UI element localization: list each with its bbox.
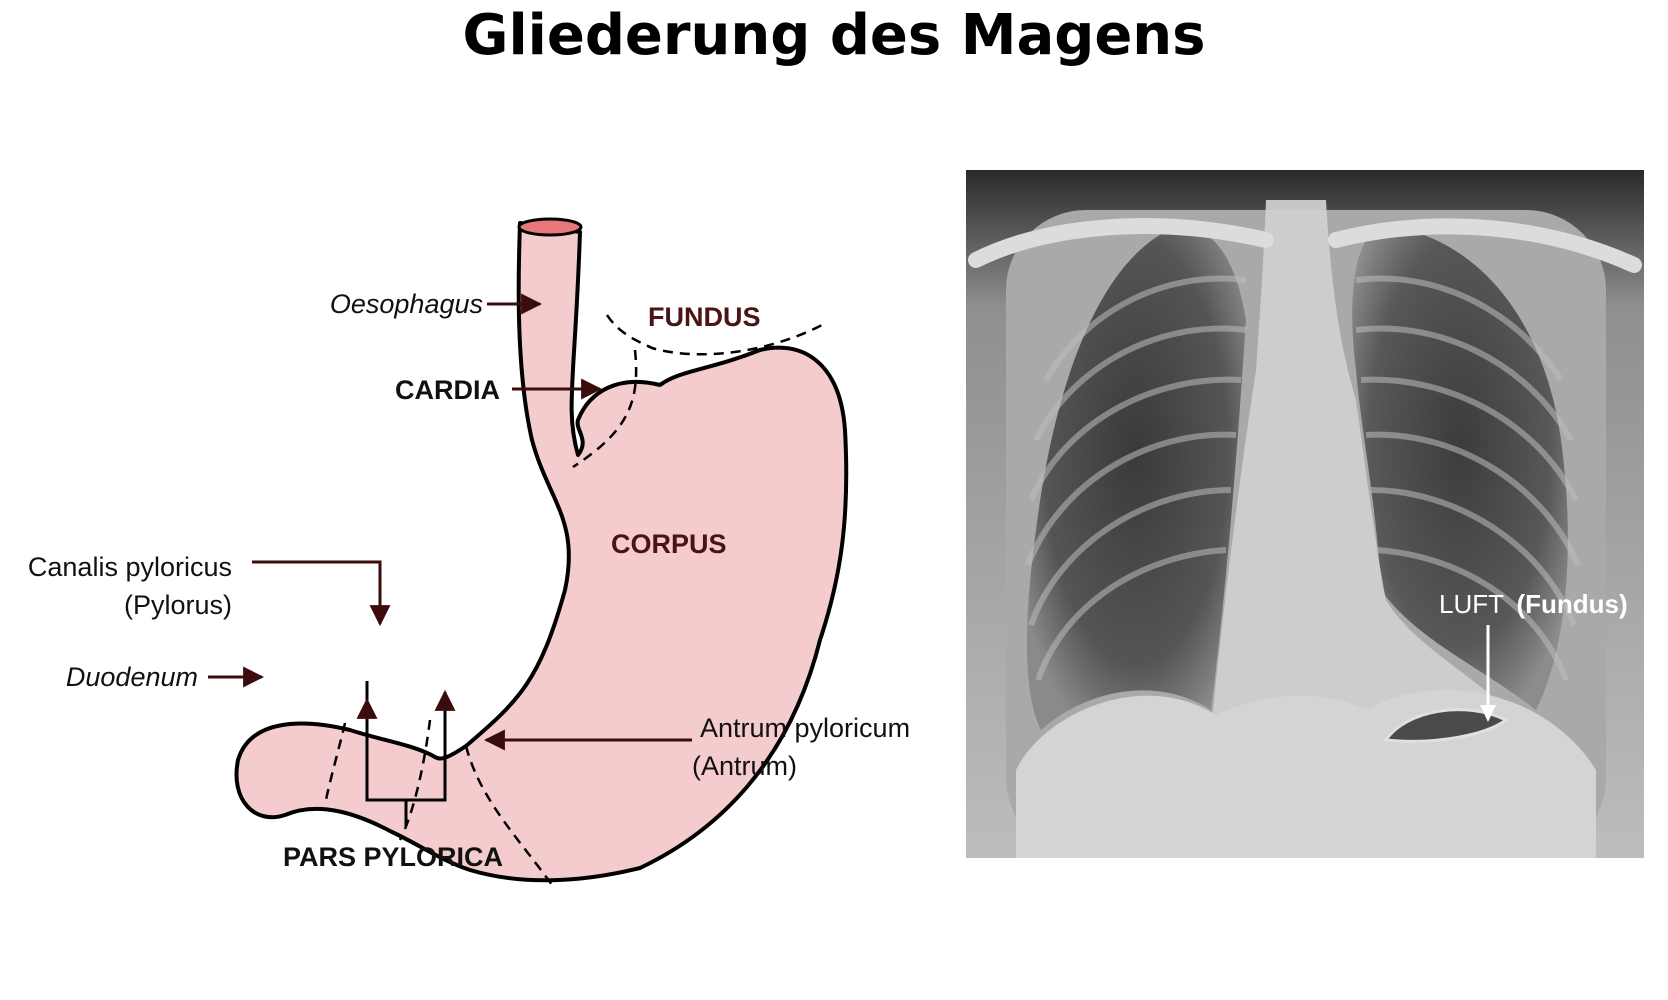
corpus-label: CORPUS (611, 529, 727, 559)
mediastinum (1211, 200, 1526, 760)
stomach-diagram: FUNDUS CORPUS Oesophagus CARDIA Canalis … (28, 217, 910, 886)
esophagus-opening (517, 217, 583, 237)
antrum-boundary (464, 745, 554, 886)
right-clavicle (968, 218, 1274, 268)
canalis-pyloricus-arrow (252, 560, 391, 627)
cardia-boundary (572, 349, 638, 469)
canalis-pyloricus-label: Canalis pyloricus (28, 552, 232, 582)
fundus-boundary (605, 314, 823, 356)
pars-pylorica-label: PARS PYLORICA (283, 842, 503, 872)
xray-air-label: LUFT (Fundus) (1439, 589, 1628, 619)
antrum-label: (Antrum) (692, 751, 797, 781)
pylorus-boundary-left (324, 722, 347, 801)
region-boundaries (324, 314, 823, 886)
pylorus-label: (Pylorus) (124, 590, 232, 620)
chest-xray-image: LUFT (Fundus) (966, 170, 1644, 858)
left-clavicle (1328, 218, 1642, 273)
duodenum-label: Duodenum (66, 662, 198, 692)
left-lung (1352, 225, 1568, 710)
antrum-pyloricum-label: Antrum pyloricum (700, 713, 910, 743)
oesophagus-label: Oesophagus (330, 289, 483, 319)
fundus-label: FUNDUS (648, 302, 761, 332)
diaphragm (1016, 690, 1596, 858)
luft-label: LUFT (1439, 589, 1504, 619)
slide-title: Gliederung des Magens (462, 3, 1206, 68)
stomach-outline (234, 221, 849, 883)
xray-air-arrowhead (1480, 705, 1496, 722)
gastric-air-bubble (1383, 708, 1509, 743)
right-lung (1026, 225, 1246, 730)
ribs (1025, 275, 1581, 682)
fundus-xray-label: (Fundus) (1516, 589, 1627, 619)
cardia-label: CARDIA (395, 375, 500, 405)
